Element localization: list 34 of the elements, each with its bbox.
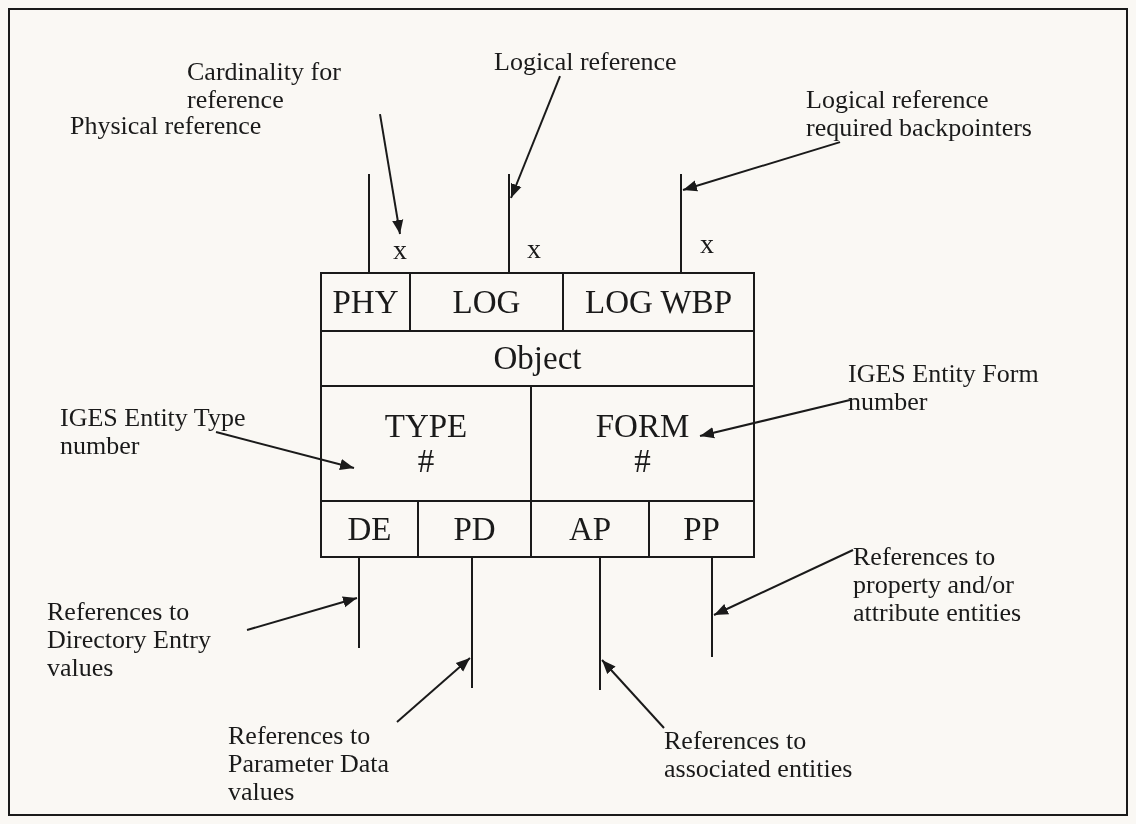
leader-arrow: [601, 659, 665, 729]
leader-arrow: [246, 596, 358, 631]
reference-line: [368, 174, 370, 272]
table-cell: PHY: [320, 272, 411, 332]
annotation-text: IGES Entity Form number: [848, 360, 1078, 417]
annotation-text: Logical reference required backpointers: [806, 86, 1066, 143]
annotation-text: References to Directory Entry values: [47, 598, 247, 683]
annotation-text: IGES Entity Type number: [60, 404, 260, 461]
cardinality-mark: x: [700, 229, 714, 260]
table-cell: DE: [320, 500, 419, 558]
leader-arrow: [396, 657, 471, 723]
leader-arrow: [699, 399, 851, 439]
cardinality-mark: x: [527, 234, 541, 265]
reference-line: [680, 174, 682, 272]
annotation-text: Cardinality for reference: [187, 58, 387, 115]
reference-line: [599, 556, 601, 690]
leader-arrow: [379, 113, 404, 235]
annotation-text: References to associated entities: [664, 727, 889, 784]
annotation-text: References to property and/or attribute entities: [853, 543, 1063, 628]
annotation-text: References to Parameter Data values: [228, 722, 428, 807]
leader-arrow: [713, 549, 854, 616]
annotation-text: Logical reference: [494, 48, 694, 77]
reference-line: [711, 556, 713, 657]
reference-line: [358, 556, 360, 648]
annotation-text: Physical reference: [70, 112, 262, 141]
table-cell: LOG WBP: [562, 272, 755, 332]
reference-line: [508, 174, 510, 272]
leader-arrow: [682, 141, 841, 192]
table-cell: PP: [648, 500, 755, 558]
table-cell: Object: [320, 330, 755, 387]
reference-line: [471, 556, 473, 688]
cardinality-mark: x: [393, 234, 411, 266]
leader-arrow: [510, 75, 561, 199]
leader-arrow: [215, 431, 355, 470]
